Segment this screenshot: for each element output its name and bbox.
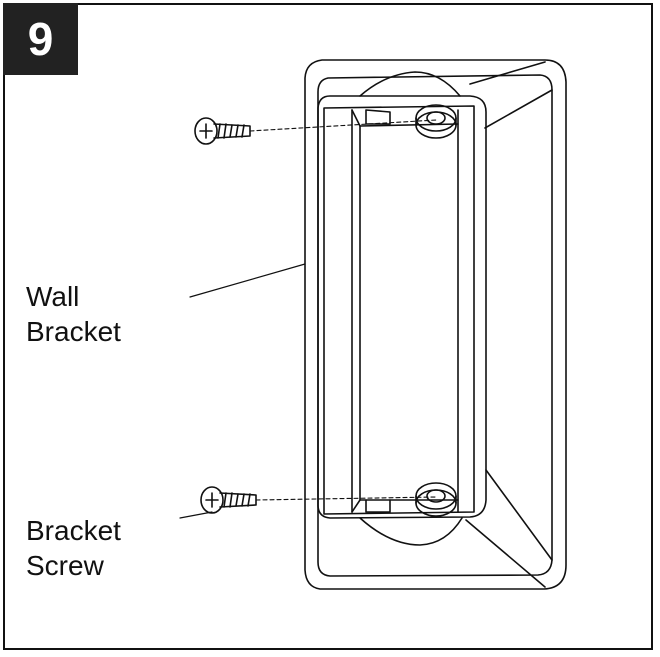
wall-bracket-icon [304, 59, 567, 590]
bottom-alignment-line [255, 496, 437, 501]
bracket-screw-label: Bracket Screw [26, 513, 121, 583]
screw-icon-top [194, 117, 251, 145]
bracket-screw-label-line1: Bracket [26, 515, 121, 546]
bracket-screw-label-line2: Screw [26, 550, 104, 581]
screw-icon-bottom [200, 486, 257, 514]
wall-bracket-label-line2: Bracket [26, 316, 121, 347]
wall-bracket-label: Wall Bracket [26, 279, 121, 349]
step-number-badge: 9 [3, 3, 78, 75]
wall-bracket-leader-line [189, 263, 306, 298]
bracket-screw-leader-line [179, 511, 213, 519]
wall-bracket-label-line1: Wall [26, 281, 80, 312]
diagram-frame [3, 3, 653, 650]
top-alignment-line [249, 119, 437, 132]
